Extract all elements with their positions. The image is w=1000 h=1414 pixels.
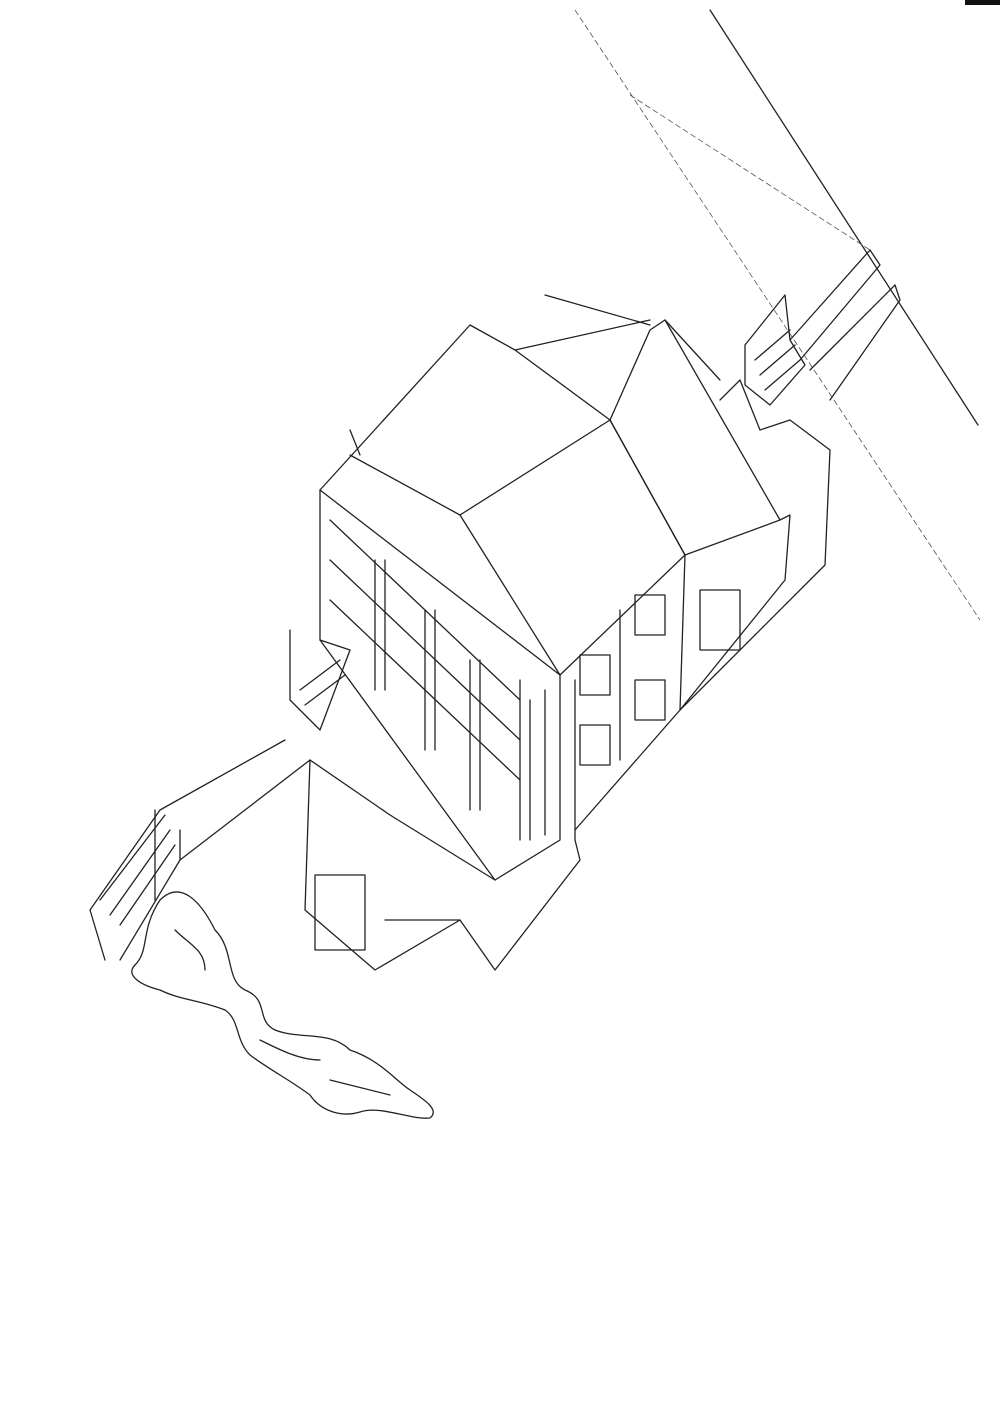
rocks [131, 891, 434, 1119]
base-platform [304, 759, 581, 971]
garage-door [314, 874, 366, 951]
window [634, 594, 666, 636]
window [579, 654, 611, 696]
left-stair-bridge [89, 629, 351, 961]
road-lines [574, 9, 981, 621]
corner-mark [965, 0, 1000, 5]
window [699, 589, 741, 651]
right-building-walls [574, 514, 791, 831]
right-building-roof [609, 319, 781, 556]
left-building-walls [319, 489, 576, 881]
back-stairs [679, 294, 831, 711]
window [634, 679, 666, 721]
window [579, 724, 611, 766]
